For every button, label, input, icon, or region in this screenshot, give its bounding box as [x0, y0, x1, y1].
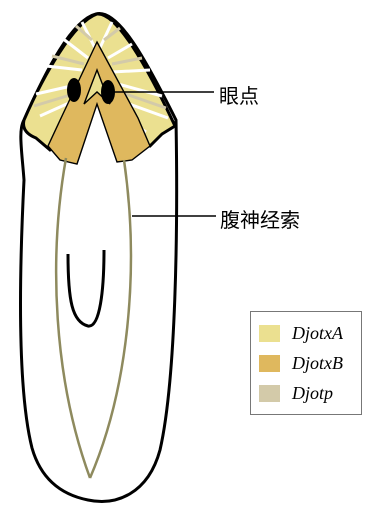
eye-spot-right: [101, 80, 115, 104]
ventral-nerve-cord-label: 腹神经索: [220, 204, 300, 233]
legend-label-djotp: Djotp: [292, 383, 333, 404]
legend-swatch-djotxb: [259, 355, 280, 372]
legend-item-djotp: Djotp: [259, 382, 333, 404]
legend-item-djotxa: DjotxA: [259, 322, 343, 344]
legend-swatch-djotp: [259, 385, 280, 402]
legend-label-djotxb: DjotxB: [292, 353, 343, 374]
legend: DjotxA DjotxB Djotp: [250, 311, 362, 415]
legend-swatch-djotxa: [259, 325, 280, 342]
eye-spot-left: [67, 78, 81, 102]
legend-item-djotxb: DjotxB: [259, 352, 343, 374]
eye-spot-label: 眼点: [219, 80, 259, 109]
legend-label-djotxa: DjotxA: [292, 323, 343, 344]
